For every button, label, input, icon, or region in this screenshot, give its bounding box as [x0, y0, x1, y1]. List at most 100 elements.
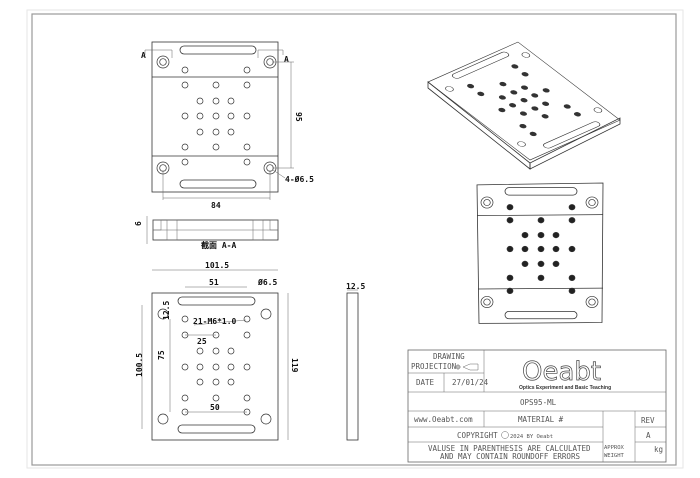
threaded-hole: [552, 245, 560, 253]
isometric-view: [427, 41, 621, 170]
counterbore-hole: [483, 298, 491, 306]
threaded-hole: [243, 81, 251, 89]
dim-overall-height: 119: [290, 358, 299, 373]
threaded-hole: [568, 274, 576, 281]
drawing-frame: [31, 13, 677, 466]
threaded-hole: [552, 231, 560, 239]
threaded-hole: [243, 394, 251, 402]
counterbore-hole: [157, 413, 169, 425]
threaded-hole: [181, 81, 189, 89]
threaded-hole: [521, 72, 529, 77]
threaded-hole: [196, 97, 204, 105]
threaded-hole: [477, 91, 485, 97]
threaded-hole: [243, 363, 251, 371]
dim-slot-length: 51: [209, 278, 219, 287]
threaded-hole: [521, 245, 529, 253]
threaded-hole: [568, 204, 576, 211]
threaded-hole: [542, 88, 550, 93]
threaded-hole: [227, 112, 235, 120]
rev-value: A: [646, 431, 651, 440]
threaded-hole: [467, 83, 475, 89]
hole-callout-4x: 4-Ø6.5: [285, 174, 314, 184]
threaded-hole: [537, 260, 545, 268]
dim-slot-dia: Ø6.5: [257, 277, 277, 287]
threaded-hole: [196, 128, 204, 136]
date-value: 27/01/24: [452, 378, 489, 387]
top-view: A A 84 95 4-Ø6.5: [141, 41, 314, 210]
threaded-hole: [521, 231, 529, 239]
threaded-hole: [542, 101, 550, 106]
dim-pitch-x: 25: [197, 337, 207, 346]
threaded-hole: [506, 274, 514, 281]
threaded-hole: [212, 97, 220, 105]
website: www.Oeabt.com: [414, 415, 473, 424]
threaded-hole: [196, 363, 204, 371]
counterbore-hole: [593, 107, 603, 113]
threaded-hole: [227, 378, 235, 386]
threaded-hole: [243, 331, 251, 339]
note-line-1: VALUSE IN PARENTHESIS ARE CALCULATED: [428, 444, 591, 453]
threaded-hole: [181, 394, 189, 402]
threaded-hole: [181, 66, 189, 74]
threaded-hole: [521, 260, 529, 268]
threaded-hole: [568, 245, 576, 253]
counterbore-hole: [156, 55, 170, 69]
section-label: 截面 A-A: [201, 240, 236, 250]
threaded-hole: [243, 66, 251, 74]
counterbore-hole: [260, 413, 272, 425]
threaded-hole: [196, 378, 204, 386]
rev-label: REV: [641, 416, 655, 425]
dim-width-84: 84: [211, 201, 221, 210]
threaded-hole: [212, 81, 220, 89]
threaded-hole: [537, 245, 545, 253]
threaded-hole: [509, 103, 517, 108]
threaded-hole: [227, 128, 235, 136]
dim-section-thickness: 6: [134, 221, 143, 226]
drawing-label: DRAWING: [433, 352, 465, 361]
dim-height-95: 95: [294, 112, 303, 122]
counterbore-hole: [445, 86, 454, 92]
counterbore-hole: [588, 199, 596, 206]
counterbore-hole: [480, 296, 494, 308]
title-block: DRAWING PROJECTION DATE 27/01/24 Oeabt O…: [407, 349, 667, 463]
dim-span-y: 100.5: [135, 353, 144, 377]
threaded-hole: [196, 112, 204, 120]
threaded-hole: [537, 274, 545, 281]
counterbore-hole: [521, 52, 531, 58]
part-number: OPS95-ML: [520, 398, 557, 407]
threaded-hole: [506, 204, 514, 211]
threaded-hole: [573, 112, 581, 117]
threaded-hole: [212, 394, 220, 402]
threaded-hole: [506, 287, 514, 294]
threaded-hole: [227, 363, 235, 371]
threaded-hole: [498, 107, 506, 113]
threaded-hole: [506, 217, 514, 224]
counterbore-hole: [517, 141, 526, 147]
company-logo: Oeabt: [522, 357, 601, 387]
slot-bottom: [179, 179, 257, 189]
dim-overall-width: 101.5: [205, 261, 229, 270]
threaded-hole: [521, 85, 529, 90]
threaded-hole: [212, 128, 220, 136]
material-label: MATERIAL #: [518, 415, 564, 424]
section-view-a-a: 6 截面 A-A: [134, 216, 279, 250]
threaded-hole: [181, 315, 189, 323]
threaded-hole: [511, 64, 519, 69]
threaded-hole: [181, 158, 189, 166]
counterbore-hole: [585, 196, 599, 209]
side-view: 12.5: [346, 282, 365, 441]
projection-label: PROJECTION: [411, 362, 456, 371]
dim-edge: 12.5: [162, 301, 171, 320]
threaded-hole: [212, 143, 220, 151]
weight-unit: kg: [654, 445, 663, 454]
copyright-detail: 2024 BY Oeabt: [510, 434, 553, 440]
threaded-hole: [537, 217, 545, 224]
threaded-hole: [212, 347, 220, 355]
threaded-hole: [531, 106, 539, 111]
threaded-hole: [227, 97, 235, 105]
counterbore-hole: [585, 296, 599, 308]
threaded-hole: [541, 114, 549, 119]
counterbore-hole: [480, 196, 494, 209]
weight-label-2: WEIGHT: [604, 453, 625, 459]
